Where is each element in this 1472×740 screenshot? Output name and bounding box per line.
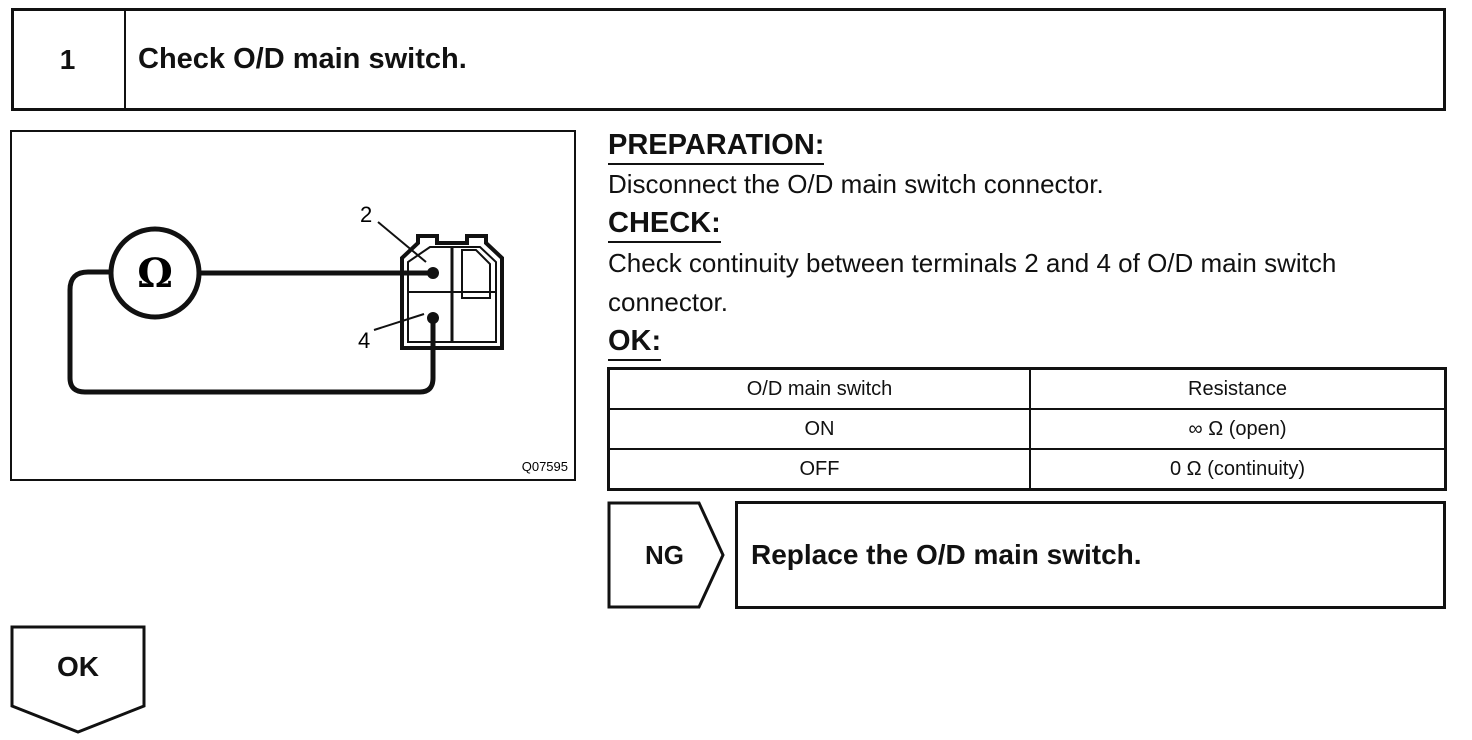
- return-wire: [67, 269, 436, 395]
- connector-icon: [400, 234, 504, 350]
- ok-label: OK: [57, 651, 99, 682]
- terminal-4-dot: [427, 312, 439, 324]
- diagram-frame: [10, 130, 576, 481]
- spec-table: O/D main switch Resistance ON ∞ Ω (open)…: [607, 367, 1447, 491]
- step-title: Check O/D main switch.: [138, 43, 467, 75]
- terminal-4-label: 4: [358, 328, 370, 353]
- table-cell: ∞ Ω (open): [1029, 408, 1447, 450]
- preparation-heading: PREPARATION:: [608, 128, 825, 165]
- table-header-row: O/D main switch Resistance: [607, 367, 1447, 410]
- table-row: OFF 0 Ω (continuity): [607, 448, 1447, 491]
- column-header-switch: O/D main switch: [607, 367, 1031, 410]
- ohm-symbol: Ω: [137, 250, 173, 297]
- check-text-line1: Check continuity between terminals 2 and…: [608, 248, 1337, 278]
- terminal-2-label: 2: [360, 202, 372, 227]
- ng-label: NG: [645, 539, 684, 570]
- ng-action: Replace the O/D main switch.: [735, 501, 1446, 609]
- step-number: 1: [11, 8, 126, 111]
- table-cell: ON: [607, 408, 1031, 450]
- step-header-box: [11, 8, 1446, 111]
- check-heading: CHECK:: [608, 206, 721, 243]
- terminal-2-dot: [427, 267, 439, 279]
- ok-heading: OK:: [608, 324, 662, 361]
- table-row: ON ∞ Ω (open): [607, 408, 1447, 450]
- table-cell: 0 Ω (continuity): [1029, 448, 1447, 491]
- ng-arrow-icon: [607, 501, 725, 609]
- preparation-text: Disconnect the O/D main switch connector…: [608, 169, 1104, 199]
- wiring-diagram: Ω 2 4 Q07595: [67, 202, 568, 474]
- ok-arrow-icon: [10, 625, 146, 734]
- leader-line-2: [377, 221, 427, 263]
- column-header-resistance: Resistance: [1029, 367, 1447, 410]
- leader-line-4: [373, 313, 425, 331]
- check-text-line2: connector.: [608, 287, 728, 317]
- figure-code: Q07595: [522, 459, 568, 474]
- ohmmeter-icon: Ω: [108, 226, 202, 320]
- table-cell: OFF: [607, 448, 1031, 491]
